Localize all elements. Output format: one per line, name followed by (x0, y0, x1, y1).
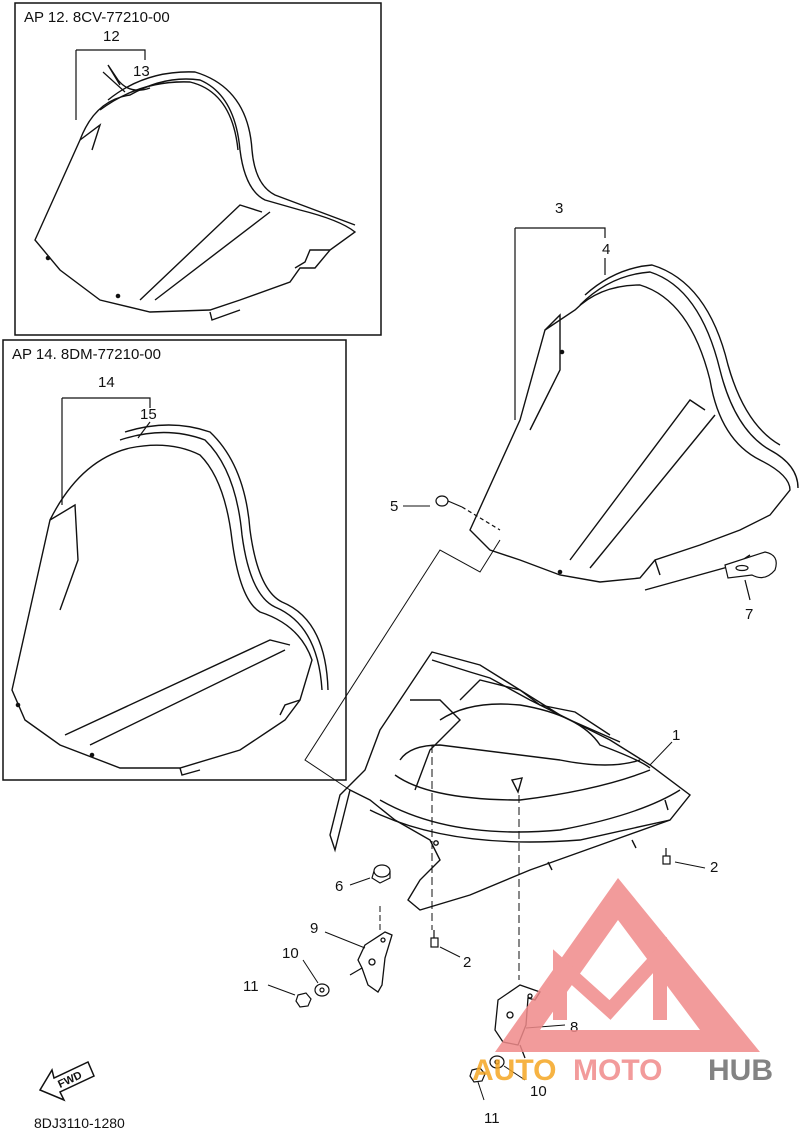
nut-11-right (469, 1067, 486, 1083)
washer-10-left (314, 983, 330, 997)
fwd-arrow-icon: FWD (38, 1060, 95, 1102)
leader-11-left (267, 984, 296, 996)
bracket-lines-14 (61, 397, 151, 505)
callout-2-middle: 2 (463, 954, 471, 971)
watermark-hub: HUB (708, 1054, 773, 1087)
leader-2-middle (439, 946, 461, 958)
windscreen-12 (34, 64, 357, 321)
leader-11-right (477, 1081, 485, 1101)
callout-3: 3 (555, 200, 563, 217)
callout-4: 4 (602, 241, 610, 258)
callout-15: 15 (140, 406, 157, 423)
callout-1: 1 (672, 727, 680, 744)
bracket-9 (349, 931, 393, 993)
grommet-6 (371, 864, 391, 884)
callout-11-left: 11 (243, 978, 259, 995)
leader-6 (349, 877, 371, 886)
connection-lines (304, 539, 501, 791)
screw-5 (435, 495, 501, 531)
callout-7: 7 (745, 606, 753, 623)
automotohub-watermark: AUTO MOTO HUB (472, 878, 773, 1087)
callout-10-left: 10 (282, 945, 299, 962)
callout-8: 8 (570, 1019, 578, 1036)
callout-13: 13 (133, 63, 150, 80)
windscreen-main (469, 264, 799, 591)
diagram-code: 8DJ3110-1280 (34, 1115, 125, 1131)
callout-10-right: 10 (530, 1083, 547, 1100)
leader-1 (649, 741, 673, 766)
watermark-triangle-icon (495, 878, 760, 1052)
watermark-auto: AUTO (472, 1054, 556, 1087)
inset-title-ap14: AP 14. 8DM-77210-00 (12, 346, 161, 363)
callout-11-right: 11 (484, 1110, 500, 1127)
callout-2-right: 2 (710, 859, 718, 876)
windscreen-14 (11, 424, 329, 776)
leader-9 (324, 931, 366, 949)
callout-14: 14 (98, 374, 115, 391)
leader-10-right (503, 1065, 526, 1081)
bracket-lines-3-4 (514, 227, 606, 420)
callout-12: 12 (103, 28, 120, 45)
inset-box-ap14: AP 14. 8DM-77210-00 14 15 (2, 339, 347, 781)
cowling-1 (329, 651, 691, 911)
inset-box-ap12: AP 12. 8CV-77210-00 12 13 (14, 2, 382, 336)
bracket-lines-12 (75, 49, 146, 120)
callout-5: 5 (390, 498, 398, 515)
leader-10-left (302, 959, 319, 984)
callout-6: 6 (335, 878, 343, 895)
inset-title-ap12: AP 12. 8CV-77210-00 (24, 9, 170, 26)
callout-9: 9 (310, 920, 318, 937)
screw-2-middle (430, 930, 439, 948)
stay-7 (724, 551, 777, 601)
watermark-moto: MOTO (573, 1054, 662, 1087)
nut-11-left (295, 992, 312, 1008)
leader-2-right (674, 861, 706, 869)
washer-10-right (489, 1055, 505, 1069)
screw-2-right (662, 848, 671, 865)
